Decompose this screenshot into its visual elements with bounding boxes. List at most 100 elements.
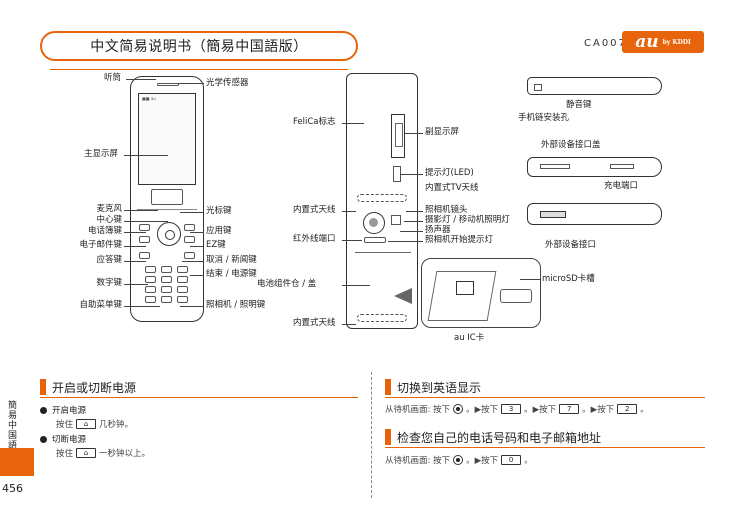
label-cursor-key: 光标键 [206, 206, 232, 216]
key-shape [184, 236, 195, 243]
leader-line [400, 231, 423, 232]
keypad-shape [137, 209, 197, 311]
model-code: CA007 [584, 38, 627, 49]
leader-line [124, 232, 146, 233]
power-off-title: 切断电源 [40, 433, 86, 445]
key-shape [177, 266, 188, 273]
phone-side-view-middle [527, 157, 662, 177]
english-step-text: 。 [640, 405, 649, 415]
photo-light-shape [391, 215, 401, 225]
leader-line [126, 79, 156, 80]
keycap-7: 7 [559, 404, 580, 414]
key-shape [161, 276, 172, 283]
english-step-text: 。▶按下 [524, 405, 557, 415]
label-ext-cover: 外部设备接口盖 [541, 140, 601, 150]
key-shape [184, 224, 195, 231]
label-felica: FeliCa标志 [293, 117, 336, 127]
power-on-title-text: 开启电源 [52, 406, 87, 416]
label-led: 提示灯(LED) [425, 168, 474, 178]
label-ir-port: 红外线端口 [293, 234, 336, 244]
leader-line [342, 211, 356, 212]
label-microsd: microSD卡槽 [542, 274, 595, 284]
side-tab-label: 簡易中国語 [6, 400, 16, 450]
label-main-display: 主显示屏 [84, 149, 119, 159]
key-shape [145, 286, 156, 293]
keycap-2: 2 [617, 404, 638, 414]
leader-line [400, 174, 423, 175]
section-check-heading: 检查您自己的电话号码和电子邮箱地址 [385, 428, 705, 448]
key-shape [177, 276, 188, 283]
leader-line [342, 285, 370, 286]
label-camera-light-key: 照相机 / 照明键 [206, 300, 266, 310]
power-off-title-text: 切断电源 [52, 435, 87, 445]
bullet-icon [40, 435, 47, 443]
section-power-heading: 开启或切断电源 [40, 378, 358, 398]
power-off-post: 一秒钟以上。 [99, 449, 151, 459]
au-logo: au by KDDI [622, 31, 704, 53]
leader-line [520, 279, 540, 280]
key-shape [161, 286, 172, 293]
leader-line [178, 83, 204, 84]
microsd-inset-illustration [421, 258, 541, 328]
leader-line [124, 221, 168, 222]
key-shape [139, 252, 150, 259]
column-divider [371, 372, 372, 498]
brand-au: au [635, 31, 659, 52]
main-display-shape [138, 93, 196, 185]
key-shape [161, 266, 172, 273]
leader-line [404, 221, 423, 222]
leader-line [190, 232, 204, 233]
brand-kddi: by KDDI [662, 38, 691, 46]
leader-line [406, 211, 423, 212]
label-answer-key: 应答键 [96, 255, 122, 265]
center-key-icon [453, 404, 464, 414]
page-number: 456 [2, 482, 23, 495]
label-speaker: 扬声器 [425, 225, 451, 235]
label-battery: 电池组件仓 / 盖 [257, 279, 317, 289]
leader-line [342, 123, 364, 124]
ir-port-shape [364, 237, 386, 243]
label-built-in-antenna-top: 内置式天线 [293, 205, 336, 215]
antenna-shape [357, 194, 407, 202]
keycap-3: 3 [501, 404, 522, 414]
leader-line [124, 306, 160, 307]
power-off-pre: 按住 [56, 449, 74, 459]
label-end-power-key: 结束 / 电源键 [206, 269, 257, 279]
label-au-ic: au IC卡 [454, 333, 485, 343]
leader-line [342, 324, 356, 325]
power-on-post: 几秒钟。 [99, 420, 134, 430]
label-built-in-antenna-bottom: 内置式天线 [293, 318, 336, 328]
leader-line [124, 210, 158, 211]
camera-lens-shape [363, 212, 385, 234]
label-app-key: 应用键 [206, 226, 232, 236]
leader-line [124, 261, 146, 262]
side-tab-bar [0, 448, 34, 476]
leader-line [180, 212, 204, 213]
battery-bay-shape [427, 271, 497, 321]
leader-line [124, 284, 148, 285]
label-number-keys: 数字键 [96, 278, 122, 288]
english-step-text: 。▶按下 [466, 405, 499, 415]
label-tv-antenna: 内置式TV天线 [425, 183, 479, 193]
leader-line [190, 275, 204, 276]
sub-display-shape [391, 114, 405, 158]
label-phonebook-key: 电话簿键 [87, 226, 122, 236]
dpad-shape [157, 222, 181, 246]
label-auto-menu-key: 自助菜单键 [79, 300, 122, 310]
leader-line [124, 155, 168, 156]
earpiece-shape [157, 83, 179, 86]
ic-card-shape [456, 281, 474, 295]
english-step-text: 。▶按下 [582, 405, 615, 415]
key-shape [184, 252, 195, 259]
hinge-shape [151, 189, 183, 205]
label-silent-key: 静音键 [566, 100, 592, 110]
leader-line [182, 261, 204, 262]
label-ext-port: 外部设备接口 [545, 240, 597, 250]
leader-line [404, 133, 423, 134]
label-mail-key: 电子邮件键 [79, 240, 122, 250]
battery-cover-shape [355, 252, 411, 310]
label-strap-hole: 手机链安装孔 [518, 113, 570, 123]
power-on-pre: 按住 [56, 420, 74, 430]
phone-back-illustration [346, 73, 418, 329]
label-sub-display: 副显示屏 [425, 127, 460, 137]
